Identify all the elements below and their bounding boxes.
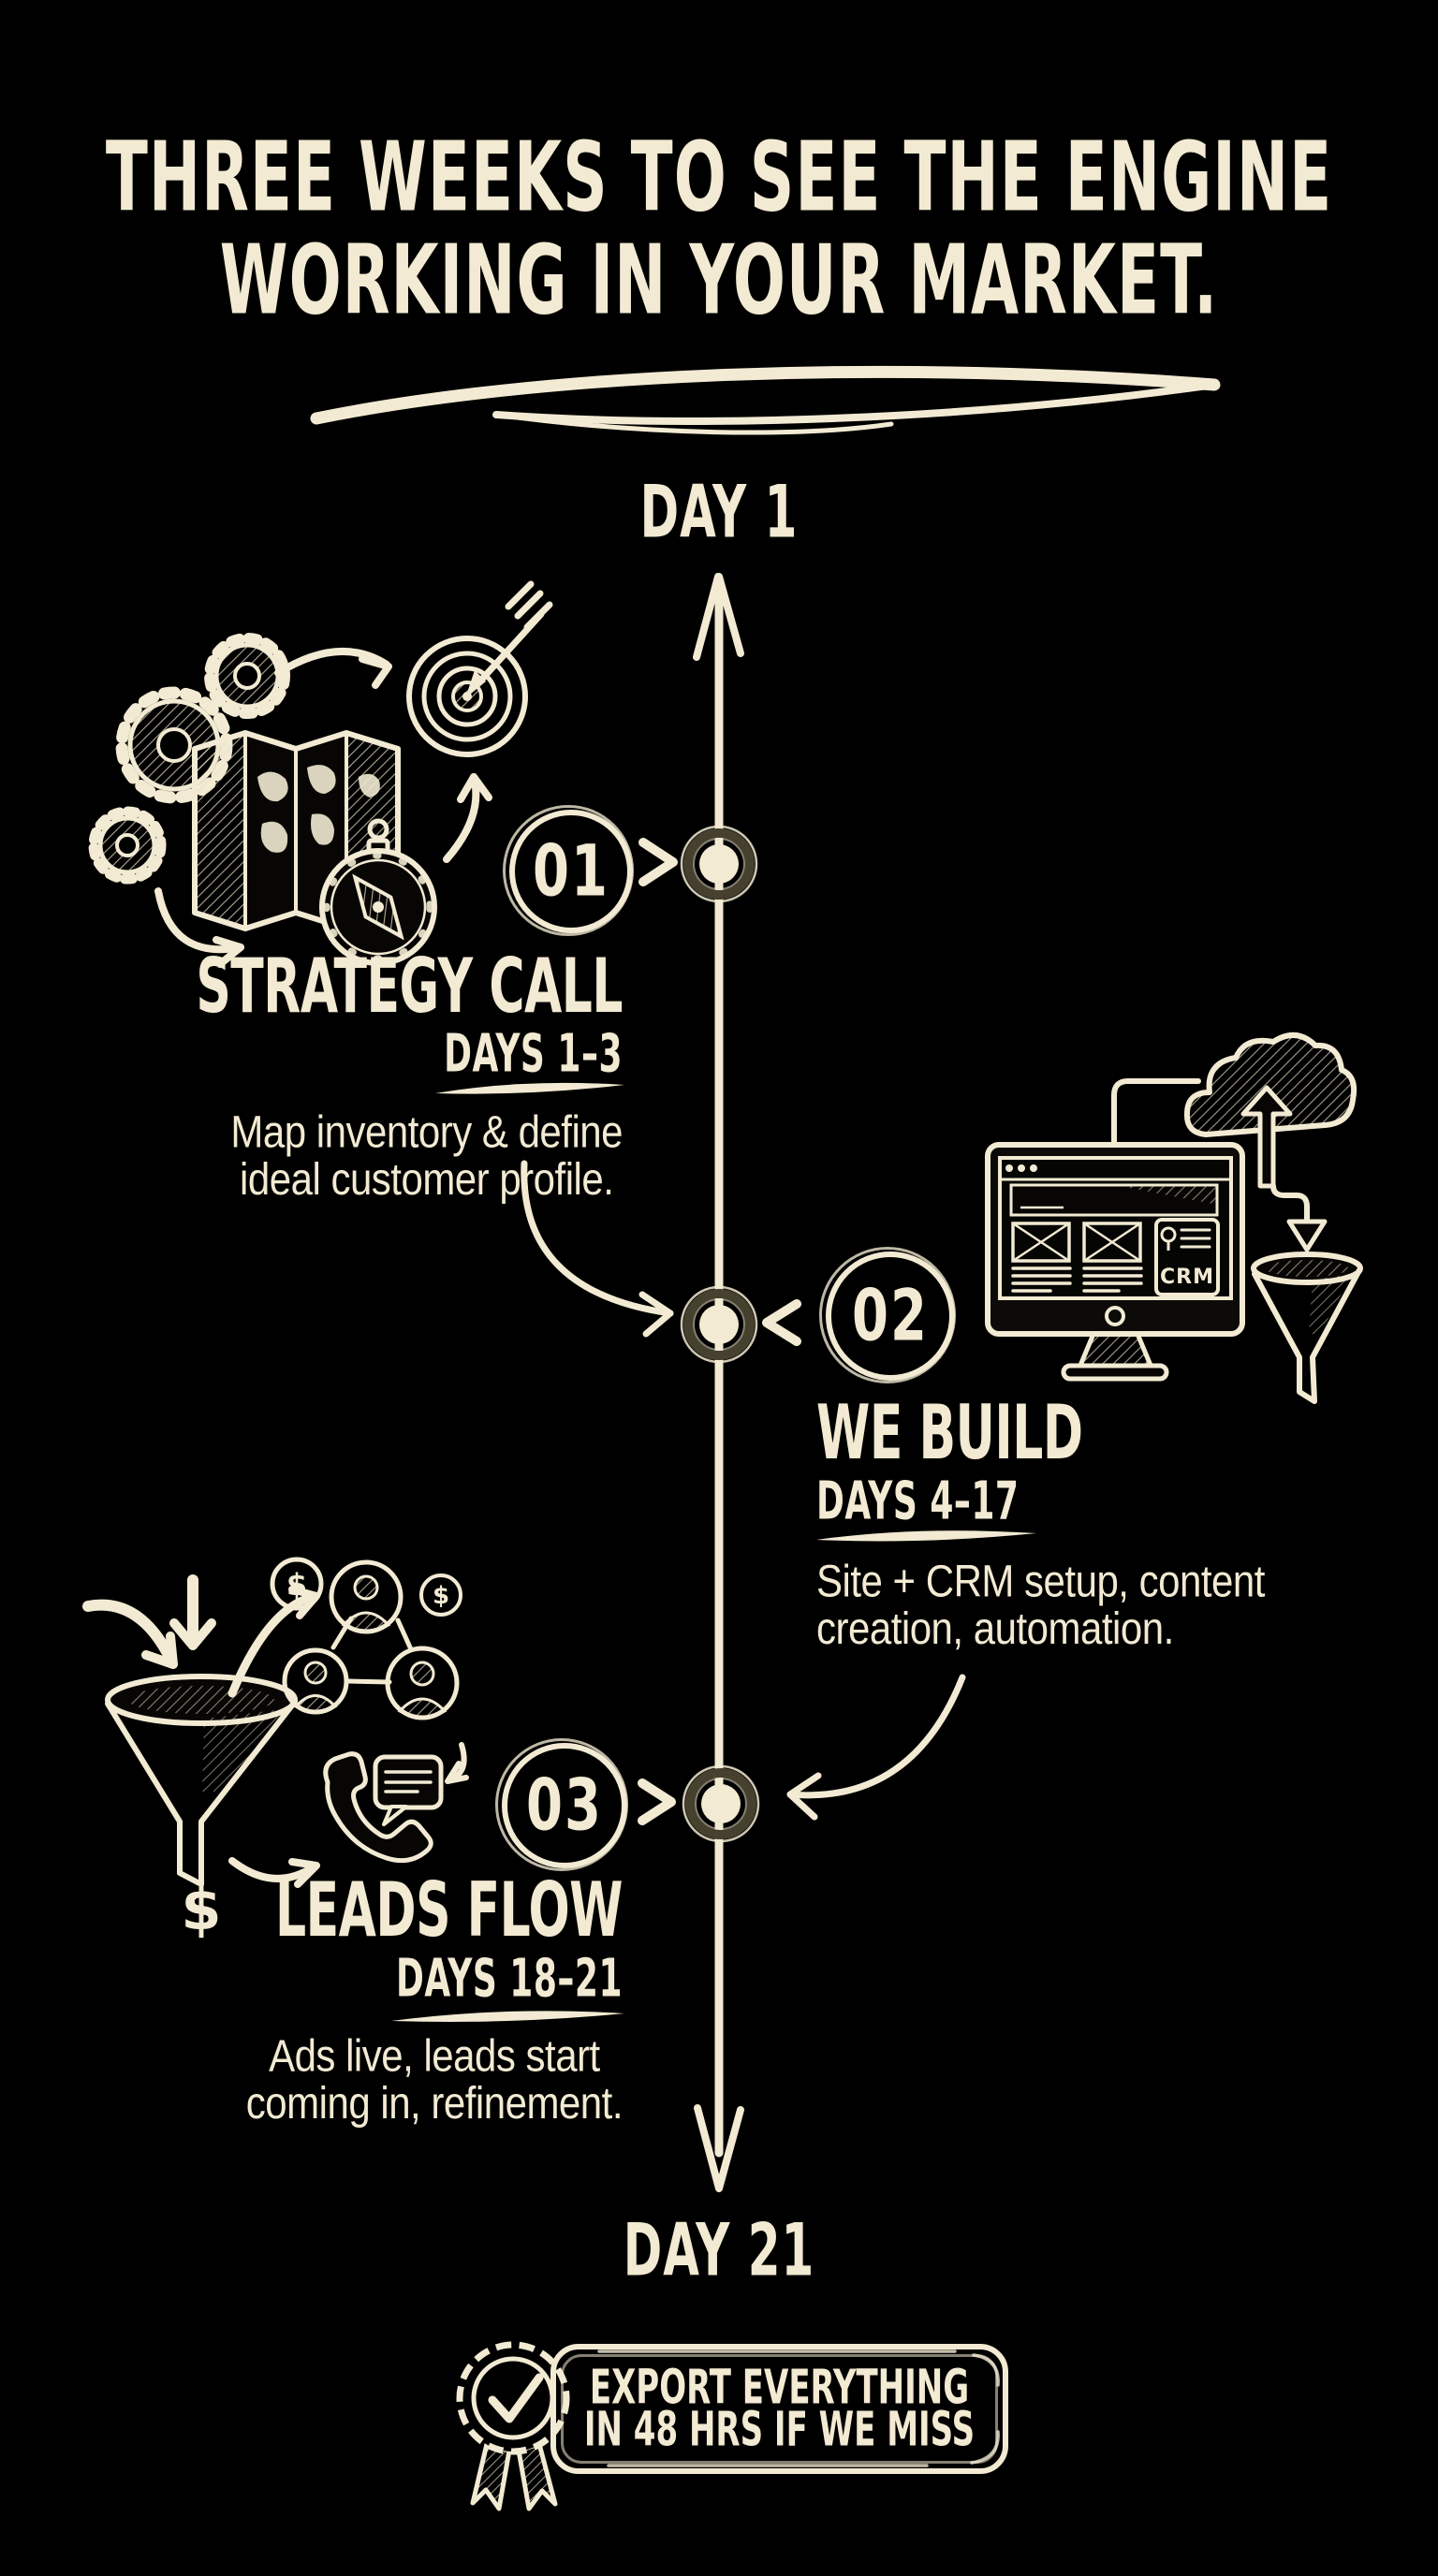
- milestone-2-title: WE BUILD: [816, 1390, 1083, 1477]
- curved-arrow-icon: [154, 887, 244, 968]
- milestone-1-description: Map inventory & define ideal customer pr…: [230, 1105, 623, 1205]
- crm-label: CRM: [1160, 1266, 1214, 1289]
- milestone-1-number: 01: [533, 830, 609, 913]
- monitor-stand: [1076, 1331, 1155, 1370]
- funnel-icon: [1251, 1251, 1363, 1404]
- browser-titlebar: [1000, 1164, 1231, 1181]
- milestone-3-number: 03: [526, 1764, 603, 1847]
- target-icon: [406, 580, 553, 757]
- timeline-arrowhead-down: [694, 2104, 744, 2192]
- day-end-label: DAY 21: [623, 2208, 815, 2292]
- arrow-into-funnel-icon: [82, 1599, 178, 1669]
- milestone-1-days: DAYS 1–3: [444, 1025, 623, 1085]
- image-placeholder: [1082, 1222, 1142, 1263]
- cloud-icon: [1183, 1032, 1357, 1137]
- chevron-right-icon: [638, 1778, 676, 1825]
- down-arrow-icon: [1286, 1219, 1328, 1252]
- milestone-3-description: Ads live, leads start coming in, refinem…: [245, 2029, 624, 2129]
- dart-tip: [465, 670, 486, 698]
- compass-icon: [319, 818, 437, 966]
- phone-icon: [323, 1751, 433, 1864]
- monitor-icon: CRM: [985, 1142, 1245, 1382]
- timeline-node-1: [680, 825, 758, 903]
- monitor-base: [1061, 1363, 1169, 1382]
- gear-icon: [88, 806, 167, 885]
- arrow-into-funnel-icon: [169, 1574, 216, 1650]
- crm-panel: CRM: [1154, 1218, 1220, 1296]
- milestone-1-desc-line2: ideal customer profile.: [240, 1153, 614, 1205]
- milestone-3-days: DAYS 18–21: [395, 1950, 623, 2010]
- page-title: THREE WEEKS TO SEE THE ENGINE WORKING IN…: [0, 121, 1438, 336]
- guarantee-line2: IN 48 HRS IF WE MISS: [583, 2401, 976, 2458]
- curved-arrow-icon: [445, 1742, 469, 1784]
- milestone-1-number-badge: 01: [503, 805, 634, 936]
- award-ribbon-icon: [456, 2341, 570, 2511]
- curved-arrow-icon: [443, 773, 492, 863]
- image-placeholder: [1011, 1222, 1071, 1263]
- monitor-cloud-connector: [1111, 1078, 1201, 1148]
- monitor-button: [1105, 1306, 1125, 1326]
- curved-arrow-to-node-3: [786, 1674, 966, 1821]
- timeline-node-2: [680, 1285, 758, 1364]
- title-underline-swoosh: [310, 365, 1221, 435]
- checkmark-icon: [488, 2373, 544, 2423]
- milestone-2-desc-line2: creation, automation.: [816, 1603, 1174, 1654]
- chevron-left-icon: [762, 1299, 801, 1346]
- timeline-node-3: [682, 1764, 760, 1843]
- milestone-2-desc-line1: Site + CRM setup, content: [816, 1555, 1265, 1606]
- milestone-3-desc-line1: Ads live, leads start: [269, 2029, 600, 2081]
- milestone-3-title: LEADS FLOW: [275, 1867, 623, 1954]
- timeline-axis: [693, 573, 744, 2192]
- gear-icon: [204, 633, 290, 719]
- timeline-arrowhead-up: [693, 573, 744, 661]
- hero-banner: [1009, 1183, 1219, 1217]
- curved-arrow-icon: [228, 1857, 320, 1888]
- chevron-right-icon: [638, 838, 678, 886]
- page-title-line1: THREE WEEKS TO SEE THE ENGINE: [105, 121, 1333, 234]
- ribbon-tail: [470, 2441, 512, 2511]
- milestone-3-number-badge: 03: [495, 1738, 628, 1871]
- guarantee-badge: EXPORT EVERYTHING IN 48 HRS IF WE MISS: [550, 2344, 1008, 2474]
- person-avatar-icon: [282, 1647, 349, 1715]
- milestone-2-number: 02: [852, 1275, 929, 1357]
- network-links: [330, 1616, 414, 1685]
- guarantee-line1: EXPORT EVERYTHING: [589, 2359, 970, 2416]
- days-underline-2: [816, 1530, 1036, 1542]
- days-underline-1: [435, 1082, 624, 1094]
- dollar-icon: $: [181, 1875, 221, 1943]
- person-avatar-icon: [385, 1646, 460, 1720]
- leads-icons-cluster: $ $ $: [82, 1557, 469, 1943]
- funnel-icon: [105, 1674, 298, 1887]
- milestone-2-days: DAYS 4–17: [816, 1472, 1020, 1532]
- chat-bubble-icon: [373, 1754, 444, 1826]
- page-title-line2: WORKING IN YOUR MARKET.: [219, 224, 1219, 336]
- days-underline-3: [391, 2011, 624, 2022]
- dollar-glyph: $: [286, 1567, 307, 1603]
- curved-arrow-to-node-2: [521, 1160, 674, 1338]
- upload-arrow-icon: [1240, 1085, 1328, 1252]
- milestone-1-desc-line1: Map inventory & define: [230, 1105, 623, 1157]
- person-avatar-icon: [329, 1559, 404, 1634]
- coin-dollar-icon: $: [270, 1557, 324, 1611]
- dart-fletching: [505, 580, 553, 631]
- milestone-2-description: Site + CRM setup, content creation, auto…: [816, 1555, 1265, 1654]
- dollar-glyph: $: [433, 1582, 449, 1610]
- strategy-icons-cluster: [88, 580, 553, 968]
- milestone-2-number-badge: 02: [819, 1247, 956, 1383]
- ribbon-tail: [516, 2441, 558, 2511]
- day-start-label: DAY 1: [639, 470, 799, 554]
- curved-arrow-icon: [274, 648, 392, 689]
- milestone-3-desc-line2: coming in, refinement.: [245, 2077, 624, 2129]
- coin-dollar-icon: $: [419, 1573, 462, 1617]
- build-icons-cluster: CRM: [985, 1032, 1363, 1404]
- text-lines: [1011, 1266, 1143, 1293]
- milestone-1-title: STRATEGY CALL: [196, 944, 623, 1031]
